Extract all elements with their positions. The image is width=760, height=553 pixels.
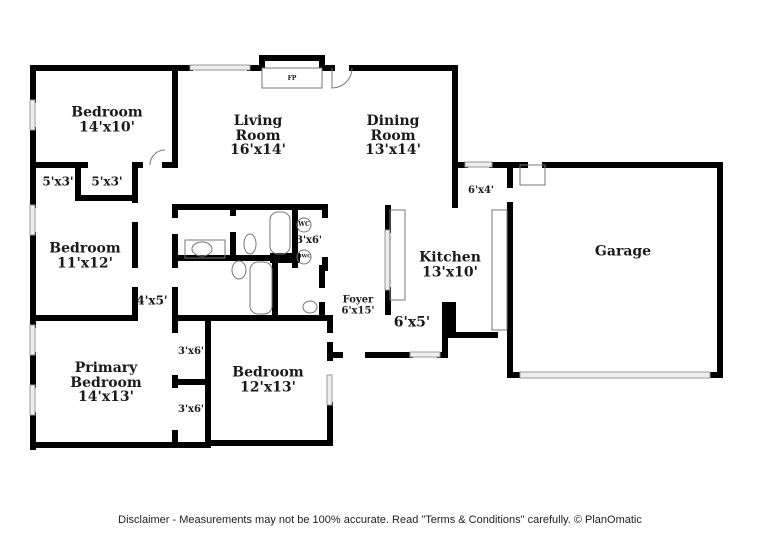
room-size: 13'x10' [422, 264, 478, 280]
room-name: Bedroom [232, 364, 304, 381]
fireplace-label: FP [287, 74, 297, 82]
closet-label: 5'x3' [42, 174, 74, 189]
room-size: 13'x14' [365, 142, 421, 159]
room-size: 6'x15' [341, 305, 375, 316]
fixtures [149, 67, 546, 331]
room-size: 14'x10' [79, 119, 135, 135]
room-name: Bedroom [49, 240, 121, 257]
wc-label: WC [298, 220, 310, 228]
mudroom-label: 6'x4' [467, 184, 495, 196]
room-size: 11'x12' [57, 255, 113, 271]
room-name: Garage [594, 243, 652, 260]
hwc-label: HWC [296, 253, 312, 260]
room-name: Foyer [342, 294, 374, 306]
room-name: Primary Bedroom [70, 359, 142, 391]
room-size: 14'x13' [78, 389, 134, 406]
room-size: 16'x14' [230, 142, 286, 159]
walls [30, 55, 723, 450]
nook-label: 6'x5' [393, 314, 431, 331]
closet-label: 3'x6' [295, 234, 323, 246]
windows [29, 64, 711, 416]
room-name: Bedroom [71, 104, 143, 121]
closet-label: 3'x6' [177, 345, 205, 357]
room-name: Kitchen [419, 249, 481, 266]
room-garage: Garage [594, 243, 652, 260]
closet-label: 3'x6' [177, 403, 205, 415]
room-name: Living Room [233, 112, 283, 144]
hall-label: 4'x5' [136, 293, 168, 308]
room-name: Dining Room [366, 112, 420, 144]
disclaimer: Disclaimer - Measurements may not be 100… [118, 514, 642, 526]
closet-label: 5'x3' [91, 174, 123, 189]
room-size: 12'x13' [240, 379, 296, 395]
